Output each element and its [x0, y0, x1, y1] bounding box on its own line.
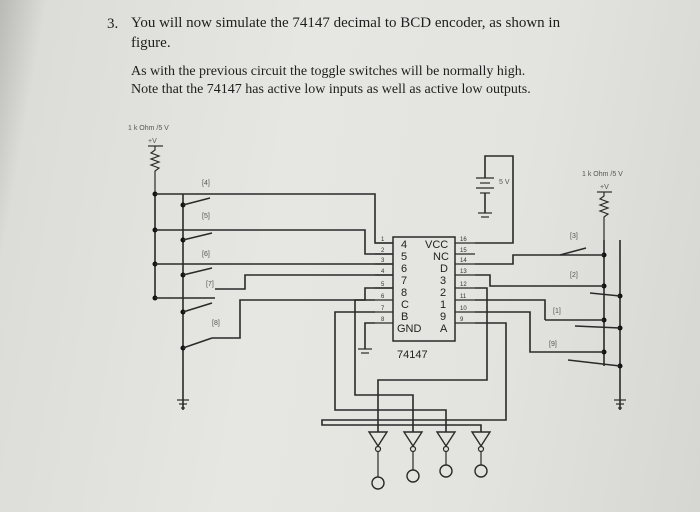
chip-pin-left-7: B [401, 311, 408, 323]
chip-pin-number-16: 16 [460, 237, 467, 243]
chip-name: 74147 [397, 349, 428, 361]
note-line-1: As with the previous circuit the toggle … [131, 64, 526, 79]
chip-pin-right-10: 9 [440, 311, 446, 323]
switch-label-1: [1] [553, 308, 561, 315]
chip-pin-number-12: 12 [460, 282, 467, 288]
chip-pin-right-11: 1 [440, 299, 446, 311]
chip-pin-right-14: D [440, 263, 448, 275]
chip-pin-left-3: 6 [401, 263, 407, 275]
battery-label: 5 V [499, 179, 510, 186]
left-input-wires [212, 193, 393, 339]
left-ground-symbol [177, 399, 189, 409]
chip-left-pin-stubs [375, 242, 393, 324]
toggle-switch-3[interactable] [558, 247, 607, 258]
chip-pin-right-9: A [440, 323, 448, 335]
chip-pin-number-11: 11 [460, 294, 467, 300]
switch-label-8: [8] [212, 320, 220, 327]
right-pullup-resistor [597, 191, 612, 240]
output-inverter-a [470, 431, 492, 478]
switch-label-7: [7] [206, 281, 214, 288]
chip-pin-number-14: 14 [460, 258, 467, 264]
chip-pin-left-5: 8 [401, 287, 407, 299]
chip-pin-number-3: 3 [381, 258, 385, 264]
toggle-switch-4[interactable] [152, 191, 216, 208]
left-resistor-label: 1 k Ohm /5 V [128, 125, 169, 132]
question-text-line-2: figure. [131, 35, 171, 51]
toggle-switch-7[interactable] [152, 295, 216, 315]
output-inverter-c [402, 431, 424, 483]
toggle-switch-1[interactable] [545, 317, 623, 331]
toggle-switch-5[interactable] [152, 227, 216, 243]
chip-pin-left-8: GND [397, 323, 422, 335]
output-probe-a [474, 464, 488, 478]
switch-label-5: [5] [202, 213, 210, 220]
chip-right-pin-stubs [455, 242, 475, 324]
chip-pin-right-16: VCC [425, 239, 448, 251]
switch-label-4: [4] [202, 180, 210, 187]
chip-pin-number-6: 6 [381, 294, 385, 300]
chip-pin-left-2: 5 [401, 251, 407, 263]
right-supply-label: +V [600, 184, 609, 191]
right-ground-symbol [614, 399, 626, 409]
chip-pin-number-8: 8 [381, 317, 385, 323]
ic-74147-body [392, 236, 456, 342]
switch-label-6: [6] [202, 251, 210, 258]
right-resistor-label: 1 k Ohm /5 V [582, 171, 623, 178]
switch-label-2: [2] [570, 272, 578, 279]
output-probe-b [439, 464, 453, 478]
chip-pin-number-7: 7 [381, 306, 385, 312]
question-number: 3. [107, 16, 119, 32]
chip-pin-number-15: 15 [460, 248, 467, 254]
chip-pin-number-4: 4 [381, 269, 385, 275]
output-probe-d [371, 476, 385, 490]
battery-5v [475, 155, 514, 244]
toggle-switch-9[interactable] [540, 349, 623, 369]
chip-ground-symbol [358, 322, 375, 354]
output-probe-c [406, 469, 420, 483]
output-inverter-d [367, 431, 389, 490]
switch-label-3: [3] [570, 233, 578, 240]
output-wires [321, 287, 507, 432]
switch-label-9: [9] [549, 341, 557, 348]
question-text-line-1: You will now simulate the 74147 decimal … [131, 15, 561, 31]
chip-pin-right-12: 2 [440, 287, 446, 299]
chip-pin-number-1: 1 [381, 237, 385, 243]
chip-pin-number-2: 2 [381, 248, 385, 254]
chip-pin-right-15: NC [433, 251, 449, 263]
output-inverter-b [435, 431, 457, 478]
chip-pin-left-1: 4 [401, 239, 407, 251]
chip-pin-left-4: 7 [401, 275, 407, 287]
right-input-wires [475, 254, 558, 353]
left-supply-label: +V [148, 138, 157, 145]
chip-pin-number-9: 9 [460, 317, 464, 323]
chip-pin-number-5: 5 [381, 282, 385, 288]
toggle-switch-8[interactable] [155, 300, 213, 351]
chip-pin-right-13: 3 [440, 275, 446, 287]
toggle-switch-6[interactable] [152, 261, 216, 278]
chip-pin-left-6: C [401, 299, 409, 311]
toggle-switch-2[interactable] [545, 283, 623, 299]
left-pullup-resistor [148, 145, 163, 196]
note-line-2: Note that the 74147 has active low input… [131, 82, 531, 97]
chip-pin-number-10: 10 [460, 306, 467, 312]
chip-pin-number-13: 13 [460, 269, 467, 275]
